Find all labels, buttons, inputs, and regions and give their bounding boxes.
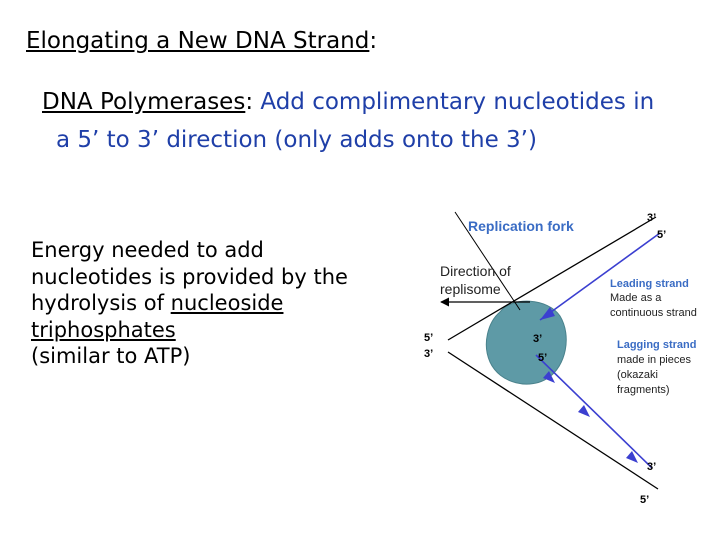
replisome-shape [485, 300, 567, 385]
triphosphates-term: triphosphates [31, 317, 176, 342]
replication-fork-pointer [454, 211, 521, 311]
end-label-mid-5prime: 5’ [538, 352, 547, 364]
parental-strand-bottom [447, 351, 659, 490]
end-label-top-3prime: 3’ [647, 212, 656, 224]
leading-strand-note-1: Made as a [610, 292, 662, 304]
leading-strand-note-2: continuous strand [610, 307, 697, 319]
end-label-left-3prime: 3’ [424, 348, 433, 360]
slide-title-text: Elongating a New DNA Strand [26, 28, 370, 54]
lagging-fragment-arrow-1 [543, 371, 555, 383]
replication-fork-label: Replication fork [468, 218, 574, 234]
lagging-strand-note-2: (okazaki [617, 369, 658, 381]
energy-line-1: Energy needed to add [31, 238, 264, 262]
parental-strand-top [447, 216, 657, 341]
direction-label-line1: Direction of [440, 263, 511, 279]
lagging-strand-title: Lagging strand [617, 339, 696, 351]
polymerase-label: DNA Polymerases [42, 89, 246, 115]
lagging-strand-line [535, 354, 653, 469]
end-label-left-5prime: 5’ [424, 332, 433, 344]
polymerase-description-line2: a 5’ to 3’ direction (only adds onto the… [56, 127, 537, 153]
slide-title: Elongating a New DNA Strand: [26, 28, 377, 54]
lagging-strand-note-1: made in pieces [617, 354, 691, 366]
replication-fork-diagram: Replication fork Direction of replisome … [424, 211, 697, 506]
energy-line-2: nucleotides is provided by the [31, 264, 348, 289]
slide-title-colon: : [369, 28, 378, 54]
end-label-bottom-5prime: 5’ [640, 494, 649, 506]
lagging-fragment-arrow-2 [578, 405, 590, 417]
energy-line-3: hydrolysis of nucleoside [31, 290, 416, 317]
leading-strand-line [539, 232, 661, 321]
end-label-mid-3prime: 3’ [533, 333, 542, 345]
direction-label-line2: replisome [440, 281, 501, 297]
energy-line-3-prefix: hydrolysis of [31, 291, 171, 315]
leading-strand-arrowhead [540, 307, 555, 320]
end-label-top-5prime: 5’ [657, 229, 666, 241]
polymerase-colon: : [245, 89, 254, 115]
lagging-strand-note-3: fragments) [617, 384, 670, 396]
leading-strand-title: Leading strand [610, 278, 689, 290]
energy-paragraph: Energy needed to add nucleotides is prov… [31, 237, 416, 370]
polymerase-description-line1: Add complimentary nucleotides in [253, 89, 655, 115]
nucleoside-term: nucleoside [170, 291, 284, 315]
energy-line-5: (similar to ATP) [31, 344, 191, 368]
polymerase-heading: DNA Polymerases: Add complimentary nucle… [42, 89, 654, 115]
lagging-fragment-arrow-3 [626, 451, 638, 463]
end-label-bottom-3prime: 3’ [647, 461, 656, 473]
